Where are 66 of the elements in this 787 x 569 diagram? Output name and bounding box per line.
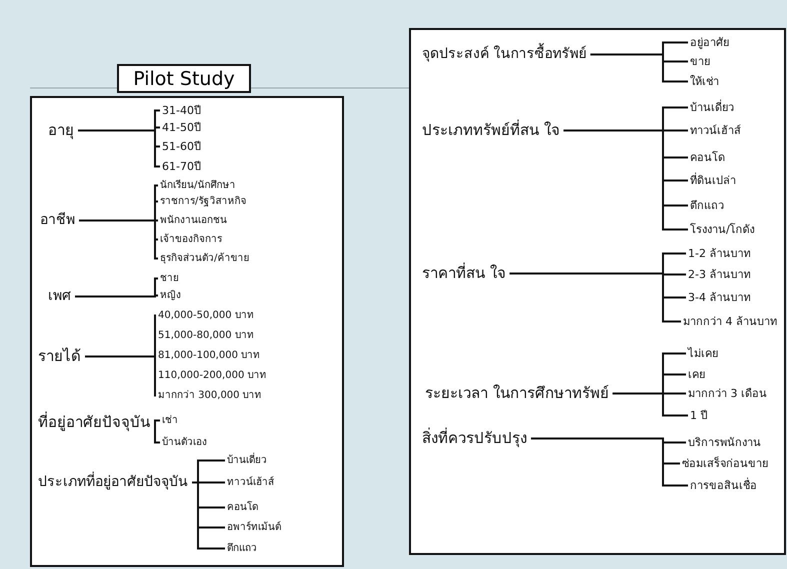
option-label: 81,000-100,000 บาท <box>158 348 260 363</box>
option-label: ซ่อมเสร็จก่อนขาย <box>682 455 768 472</box>
option-label: ทาวน์เฮ้าส์ <box>690 122 741 139</box>
connector-line <box>75 294 158 298</box>
category-label: เพศ <box>48 286 71 307</box>
option-label: เจ้าของกิจการ <box>160 232 222 247</box>
option-label: 51-60ปี <box>162 138 201 155</box>
option-label: เคย <box>688 366 705 383</box>
connector-line <box>154 420 160 424</box>
option-label: ให้เช่า <box>690 73 719 90</box>
option-label: พนักงานเอกชน <box>160 213 227 228</box>
option-label: นักเรียน/นักศึกษา <box>160 178 236 193</box>
category-label: ประเภทที่อยู่อาศัยปัจจุบัน <box>38 472 188 493</box>
category-label: อาชีพ <box>40 210 75 231</box>
option-label: 2-3 ล้านบาท <box>688 266 750 283</box>
option-label: มากกว่า 4 ล้านบาท <box>683 313 777 330</box>
category-label: จุดประสงค์ ในการซื้อทรัพย์ <box>422 44 586 65</box>
option-label: 1 ปี <box>690 407 708 424</box>
connector-line <box>612 392 688 416</box>
connector-line <box>564 130 688 230</box>
option-label: 40,000-50,000 บาท <box>158 308 254 323</box>
option-label: คอนโด <box>227 500 258 515</box>
option-label: คอนโด <box>690 149 725 166</box>
category-label: อายุ <box>48 119 74 142</box>
option-label: บริการพนักงาน <box>688 434 761 451</box>
category-label: สิ่งที่ควรปรับปรุง <box>422 427 527 450</box>
option-label: 41-50ปี <box>162 119 201 136</box>
option-label: ไม่เคย <box>688 345 718 362</box>
option-label: ชาย <box>160 271 179 286</box>
option-label: 31-40ปี <box>162 102 201 119</box>
option-label: โรงงาน/โกดัง <box>690 221 755 238</box>
connector-line <box>590 54 688 82</box>
category-label: รายได้ <box>38 345 81 368</box>
panel-box <box>30 96 344 567</box>
option-label: 61-70ปี <box>162 158 201 175</box>
option-label: 3-4 ล้านบาท <box>688 289 750 306</box>
connector-line <box>510 272 681 322</box>
option-label: ทาวน์เฮ้าส์ <box>227 475 274 490</box>
connector-line <box>85 356 156 396</box>
option-label: หญิง <box>160 288 181 303</box>
connector-line <box>531 438 688 486</box>
panel-box <box>409 28 786 555</box>
option-label: อยู่อาศัย <box>690 34 729 51</box>
option-label: ธุรกิจส่วนตัว/ค้าขาย <box>160 251 250 266</box>
option-label: บ้านตัวเอง <box>162 435 207 450</box>
option-label: บ้านเดี่ยว <box>227 453 267 468</box>
title-box: Pilot Study <box>117 64 251 93</box>
option-label: ราชการ/รัฐวิสาหกิจ <box>160 194 246 209</box>
option-label: มากกว่า 3 เดือน <box>688 385 767 402</box>
option-label: มากกว่า 300,000 บาท <box>158 388 262 403</box>
option-label: ตึกแถว <box>690 197 724 214</box>
option-label: 1-2 ล้านบาท <box>688 245 750 262</box>
category-label: ที่อยู่อาศัยปัจจุบัน <box>38 411 150 434</box>
category-label: ระยะเวลา ในการศึกษาทรัพย์ <box>425 382 609 405</box>
option-label: 110,000-200,000 บาท <box>158 368 266 383</box>
connector-line <box>154 422 160 444</box>
option-label: ขาย <box>690 53 710 70</box>
option-label: บ้านเดี่ยว <box>690 99 734 116</box>
option-label: 51,000-80,000 บาท <box>158 328 254 343</box>
option-label: อพาร์ทเม้นต์ <box>227 520 281 535</box>
option-label: ตึกแถว <box>227 541 257 556</box>
category-label: ราคาที่สน ใจ <box>422 262 506 285</box>
option-label: เช่า <box>162 413 178 428</box>
option-label: ที่ดินเปล่า <box>690 172 736 189</box>
category-label: ประเภททรัพย์ที่สน ใจ <box>422 119 560 142</box>
option-label: การขอสินเชื่อ <box>690 477 757 494</box>
